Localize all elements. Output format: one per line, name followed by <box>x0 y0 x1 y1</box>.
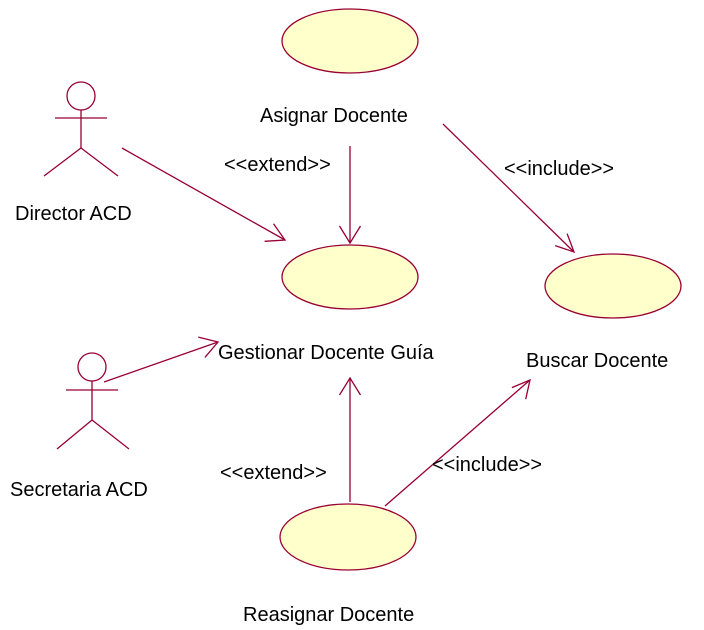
use-cases <box>279 8 682 571</box>
stereotype-label-include-reasignar: <<include>> <box>432 454 543 476</box>
association-director-gestionar <box>121 147 287 242</box>
association-secretaria-gestionar <box>103 336 220 383</box>
use-case-label-asignar-docente: Asignar Docente <box>260 105 408 127</box>
actors <box>43 81 130 450</box>
use-case-label-buscar-docente: Buscar Docente <box>526 350 669 372</box>
include-reasignar-buscar <box>384 378 531 507</box>
use-case-label-gestionar-docente-guia: Gestionar Docente Guía <box>218 342 434 364</box>
actor-director-acd-figure[interactable] <box>43 81 119 177</box>
stereotype-label-extend-reasignar: <<extend>> <box>220 462 327 484</box>
extend-reasignar-gestionar <box>338 376 362 502</box>
actor-label-secretaria-acd: Secretaria ACD <box>10 479 148 501</box>
actor-secretaria-acd-figure[interactable] <box>56 352 130 450</box>
use-case-buscar-docente-ellipse[interactable] <box>544 253 682 319</box>
stereotype-label-include-asignar: <<include>> <box>504 158 615 180</box>
relationship-lines <box>103 123 576 507</box>
stereotype-label-extend-asignar: <<extend>> <box>224 154 331 176</box>
use-case-reasignar-docente-ellipse[interactable] <box>279 503 417 571</box>
use-case-asignar-docente-ellipse[interactable] <box>281 8 419 74</box>
use-case-gestionar-docente-guia-ellipse[interactable] <box>281 244 419 310</box>
include-asignar-buscar <box>442 123 576 254</box>
use-case-label-reasignar-docente: Reasignar Docente <box>243 604 415 626</box>
extend-asignar-gestionar <box>338 146 362 245</box>
actor-label-director-acd: Director ACD <box>15 203 132 225</box>
